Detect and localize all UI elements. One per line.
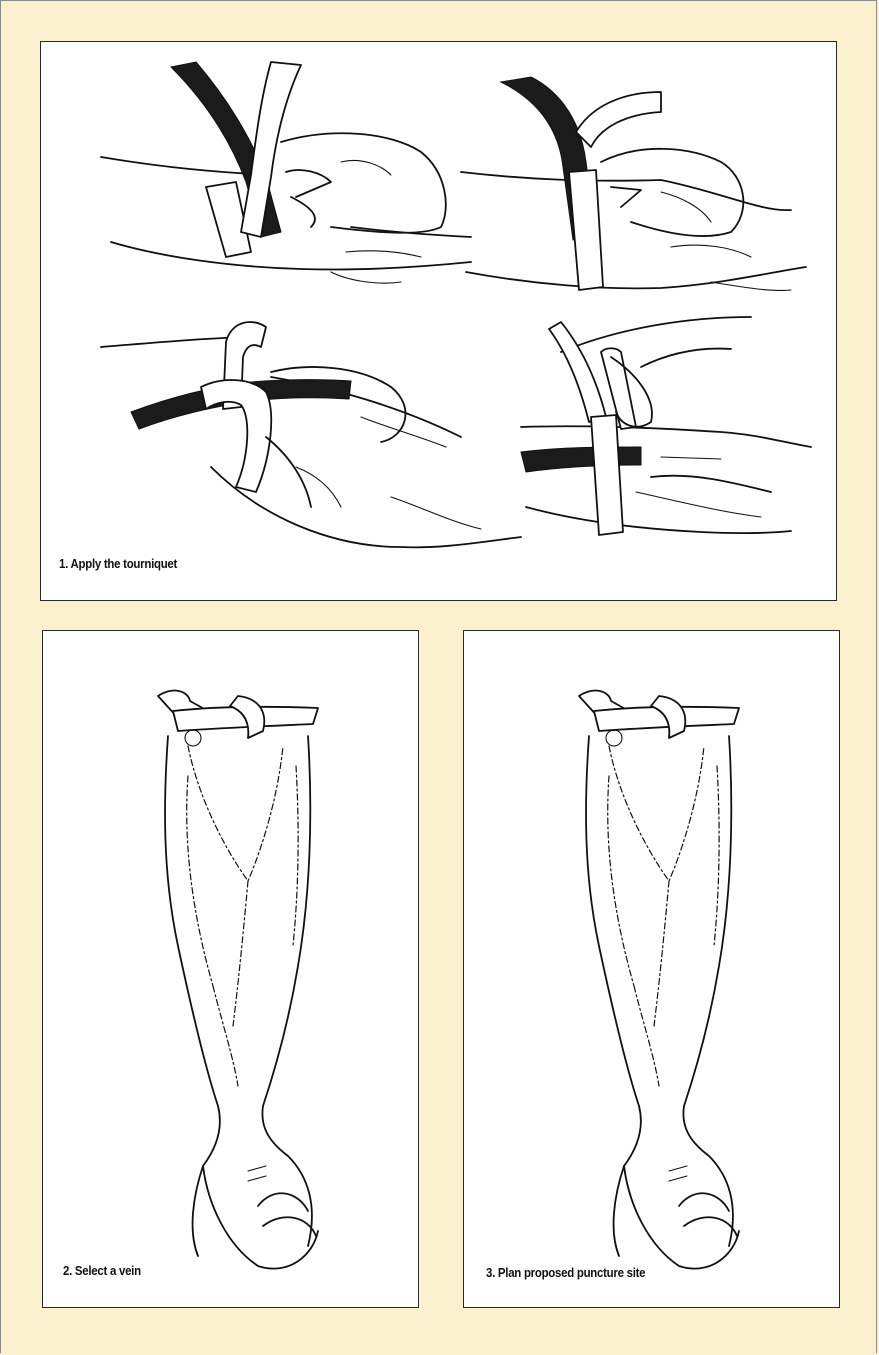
arm-puncture-site-illustration	[464, 631, 840, 1308]
tourniquet-step-d-drawing	[521, 317, 811, 535]
tourniquet-step-a-drawing	[101, 62, 471, 283]
step-2-panel: 2. Select a vein	[42, 630, 419, 1308]
tourniquet-step-c-drawing	[101, 322, 521, 547]
step-1-panel: 1. Apply the tourniquet	[40, 41, 837, 601]
step-3-panel: 3. Plan proposed puncture site	[463, 630, 840, 1308]
step-3-caption: 3. Plan proposed puncture site	[486, 1265, 645, 1280]
step-2-caption: 2. Select a vein	[63, 1263, 141, 1278]
step-1-caption: 1. Apply the tourniquet	[59, 556, 177, 571]
arm-drawing	[579, 691, 739, 1269]
arm-vein-illustration	[43, 631, 419, 1308]
arm-drawing	[158, 691, 318, 1269]
tourniquet-illustration	[41, 42, 837, 601]
tourniquet-step-b-drawing	[461, 77, 806, 290]
